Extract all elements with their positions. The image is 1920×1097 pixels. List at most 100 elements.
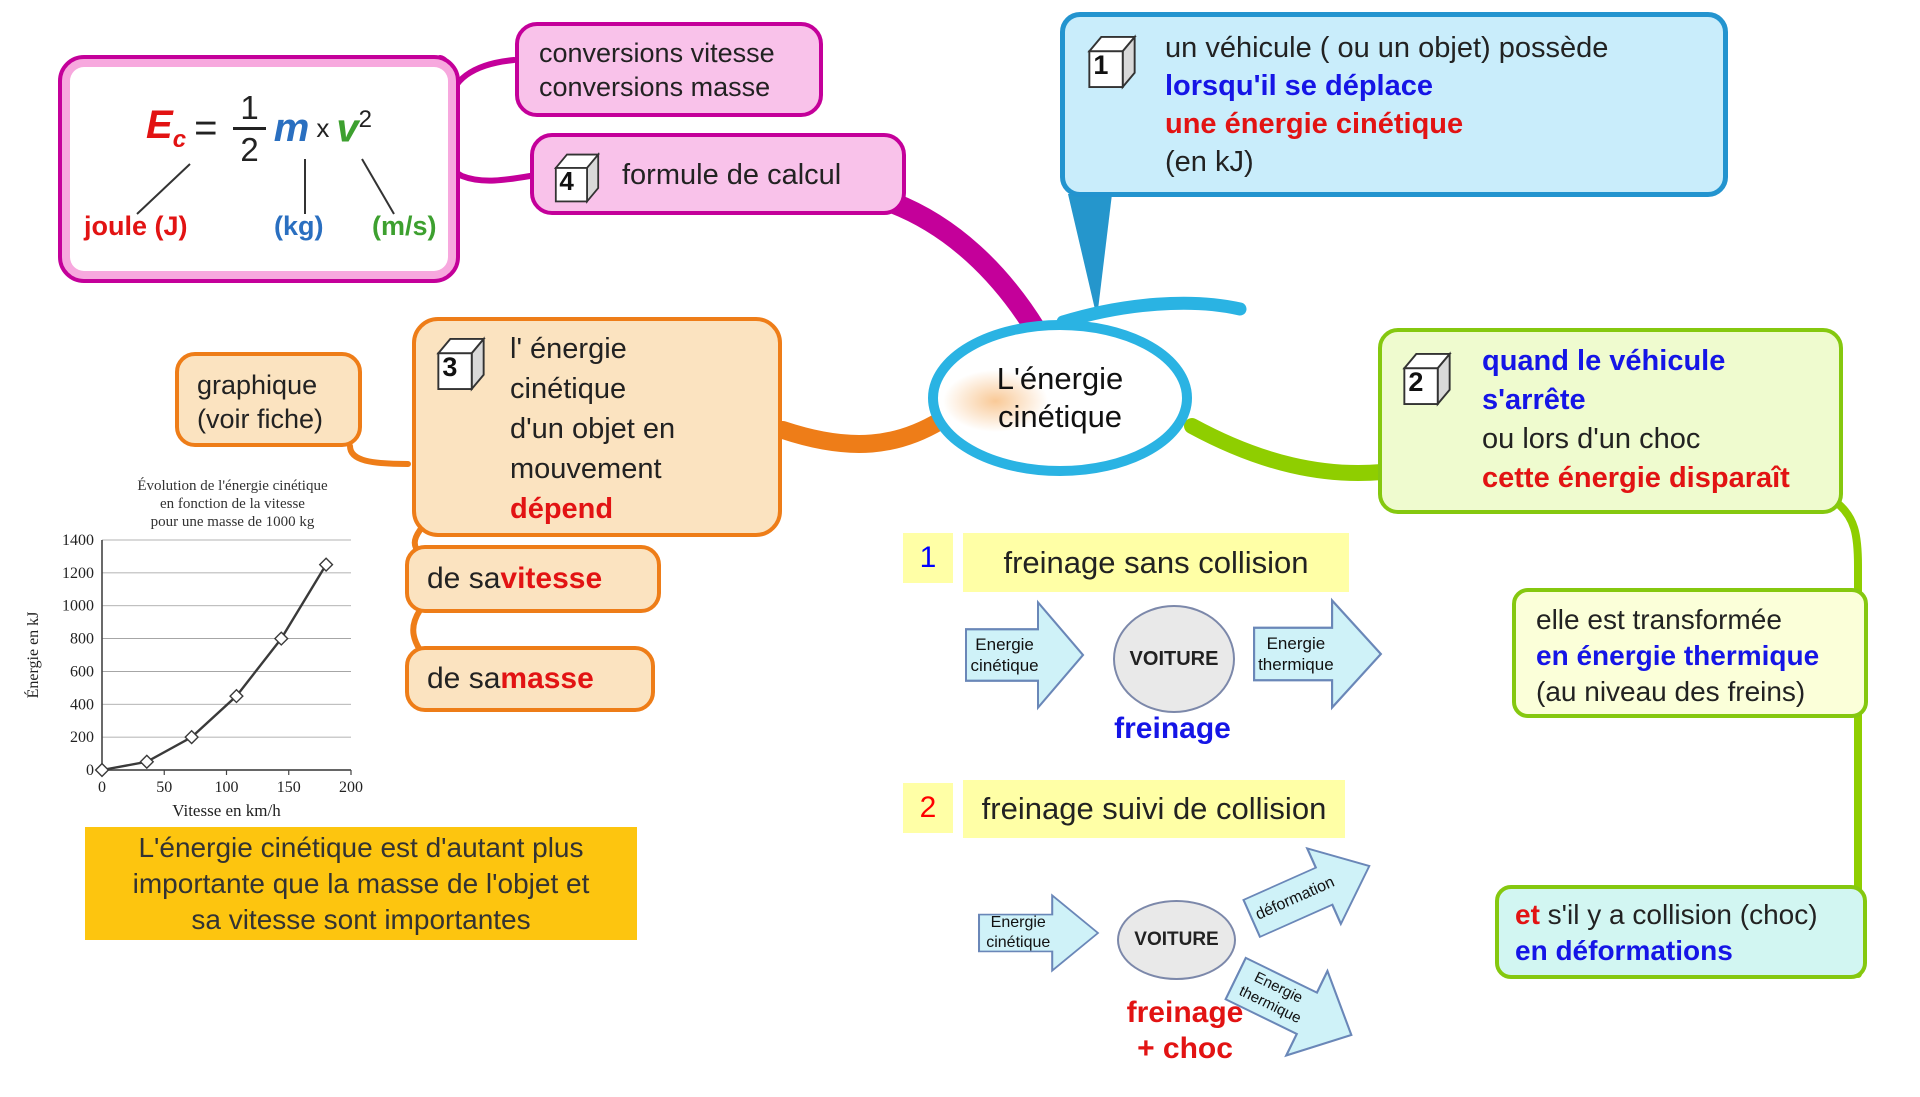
caption-line: freinage <box>1126 996 1244 1029</box>
ellipse-overshoot-stroke <box>1056 296 1247 329</box>
central-node-kinetic-energy: L'énergie cinétique <box>925 318 1195 478</box>
box1-line2: lorsqu'il se déplace <box>1165 70 1433 102</box>
arrow-label: cinétique <box>970 656 1039 675</box>
conversions-line2: conversions masse <box>539 72 771 102</box>
svg-text:200: 200 <box>339 779 363 796</box>
cube-icon: 2 <box>1396 348 1458 410</box>
arrow-label: Energie <box>1266 633 1326 653</box>
connector-branch-3 <box>774 412 949 453</box>
unit-ms-label: (m/s) <box>372 211 437 241</box>
note2-line1: et s'il y a collision (choc) <box>1515 897 1863 933</box>
caption-line: + choc <box>1137 1032 1233 1065</box>
svg-text:0: 0 <box>98 779 106 796</box>
masse-prefix: de sa <box>427 662 501 695</box>
summary-line2: importante que la masse de l'objet et <box>132 867 590 899</box>
section2-badge: 2 <box>903 783 953 833</box>
svg-text:600: 600 <box>70 663 94 680</box>
ellipse-orange-glow <box>943 370 1048 432</box>
formule-de-calcul-label: formule de calcul <box>622 159 842 191</box>
deformation-note-box: et s'il y a collision (choc) en déformat… <box>1495 885 1867 979</box>
connector-branch-1 <box>1068 194 1112 318</box>
box3-line1: l' énergie <box>510 333 627 365</box>
box2-line3: ou lors d'un choc <box>1482 423 1701 455</box>
masse-box: de sa masse <box>405 646 655 712</box>
svg-text:Énergie en kJ: Énergie en kJ <box>24 612 42 699</box>
formula-times: x <box>316 113 330 143</box>
connector-right-line <box>1832 498 1862 978</box>
formule-de-calcul-box: 4 formule de calcul <box>530 133 906 215</box>
box3-emphasis: dépend <box>510 493 614 525</box>
connector-masse <box>410 607 423 653</box>
note1-line1: elle est transformée <box>1536 604 1782 635</box>
central-ellipse <box>928 320 1192 476</box>
note2-line2: en déformations <box>1515 935 1733 966</box>
svg-text:Vitesse en km/h: Vitesse en km/h <box>172 801 281 820</box>
note1-line3: (au niveau des freins) <box>1536 676 1806 707</box>
formula-pointer-lines <box>136 158 395 215</box>
svg-text:100: 100 <box>215 779 239 796</box>
box2-line2: s'arrête <box>1482 384 1586 416</box>
connector-branch-2 <box>1184 418 1390 482</box>
note2-emphasis: et <box>1515 899 1540 930</box>
arrow-energie-thermique-icon: Energie thermique <box>1253 597 1383 711</box>
voiture-node-2: VOITURE <box>1117 900 1236 980</box>
graphique-line2: (voir fiche) <box>197 404 324 434</box>
summary-line1: L'énergie cinétique est d'autant plus <box>138 831 584 863</box>
central-node-line2: cinétique <box>997 399 1123 434</box>
arrow-deformation-icon: déformation <box>1233 825 1389 959</box>
cube-icon: 1 <box>1081 31 1143 93</box>
box2-line4: cette énergie disparaît <box>1482 462 1790 494</box>
section1-title: freinage sans collision <box>963 533 1349 592</box>
formula-speed-symbol: v2 <box>336 105 372 151</box>
kinetic-energy-chart: Évolution de l'énergie cinétique en fonct… <box>23 474 369 834</box>
arrow-energie-cinetique-icon: Energie cinétique <box>965 599 1085 711</box>
arrow-label: cinétique <box>986 934 1051 951</box>
box3-line3: d'un objet en <box>510 413 676 445</box>
svg-text:Évolution de l'énergie cinétiq: Évolution de l'énergie cinétique <box>137 477 328 494</box>
unit-joule-label: joule (J) <box>84 211 188 241</box>
summary-line3: sa vitesse sont importantes <box>191 903 531 935</box>
box3-line4: mouvement <box>510 453 662 485</box>
masse-emphasis: masse <box>500 662 594 695</box>
arrow-label: Energie <box>975 634 1034 654</box>
formula-fraction: 1 2 <box>233 91 266 166</box>
central-node-line1: L'énergie <box>996 361 1124 396</box>
cube-icon: 3 <box>430 333 492 395</box>
svg-text:1000: 1000 <box>62 598 94 615</box>
vitesse-box: de sa vitesse <box>405 545 661 613</box>
formula-symbol-ec: Ec <box>146 103 187 153</box>
chart-plot: Évolution de l'énergie cinétique en fonct… <box>23 477 363 820</box>
svg-text:0: 0 <box>86 762 94 779</box>
svg-text:1400: 1400 <box>62 532 94 549</box>
svg-text:200: 200 <box>70 729 94 746</box>
thermique-note-box: elle est transformée en énergie thermiqu… <box>1512 588 1868 718</box>
note2-rest: s'il y a collision (choc) <box>1539 899 1818 930</box>
box1-line3: une énergie cinétique <box>1165 108 1464 140</box>
idea-box-3: 3 l' énergie cinétique d'un objet en mou… <box>412 317 782 537</box>
box2-line1: quand le véhicule <box>1482 345 1726 377</box>
svg-text:pour une masse de 1000 kg: pour une masse de 1000 kg <box>151 514 315 530</box>
arrow-label: thermique <box>1258 655 1334 674</box>
formula-box: Ec = 1 2 m x v2 joule (J) (kg) (m/s) <box>58 55 460 283</box>
svg-text:en fonction de la vitesse: en fonction de la vitesse <box>160 496 305 512</box>
svg-text:150: 150 <box>277 779 301 796</box>
svg-text:800: 800 <box>70 631 94 648</box>
box1-line1: un véhicule ( ou un objet) possède <box>1165 32 1609 64</box>
conversions-box: conversions vitesse conversions masse <box>515 22 823 117</box>
idea-box-2: 2 quand le véhicule s'arrête ou lors d'u… <box>1378 328 1843 514</box>
graphique-box: graphique (voir fiche) <box>175 352 362 447</box>
graphique-line1: graphique <box>197 370 318 400</box>
idea-box-1: 1 un véhicule ( ou un objet) possède lor… <box>1060 12 1728 197</box>
section2-title: freinage suivi de collision <box>963 780 1345 838</box>
svg-text:400: 400 <box>70 696 94 713</box>
formula-equals: = <box>194 106 218 150</box>
formula-mass-symbol: m <box>273 106 310 150</box>
vitesse-emphasis: vitesse <box>500 562 603 595</box>
note1-line2: en énergie thermique <box>1536 640 1820 671</box>
kinetic-energy-formula: Ec = 1 2 m x v2 <box>62 91 456 166</box>
svg-text:1200: 1200 <box>62 565 94 582</box>
